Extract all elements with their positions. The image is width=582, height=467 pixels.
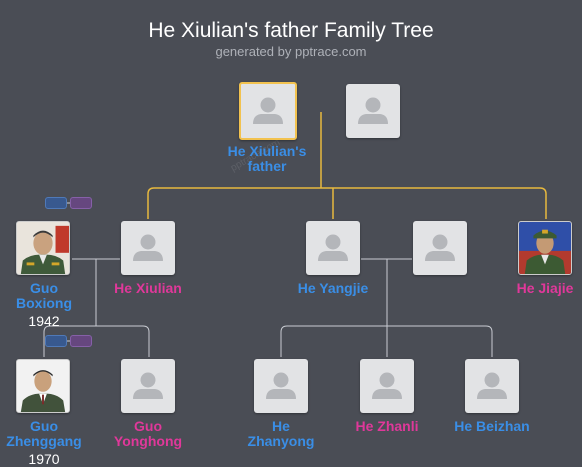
guo-children-bar [43,325,150,357]
person-card-guo-zhenggang[interactable] [16,359,70,413]
person-card-he-yangjie[interactable] [306,221,360,275]
person-card-guo-boxiong[interactable] [16,221,70,275]
person-name-he-xiulian[interactable]: He Xiulian [114,280,182,296]
person-name-he-zhanli[interactable]: He Zhanli [355,418,419,434]
person-year-guo-boxiong: 1942 [28,313,60,329]
person-silhouette-icon [477,372,507,399]
relation-bubble-blue[interactable] [45,197,67,209]
person-silhouette-icon [133,372,163,399]
person-name-he-yangjie[interactable]: He Yangjie [297,280,369,296]
person-year-guo-zhenggang: 1970 [28,451,60,467]
person-name-he-beizhan[interactable]: He Beizhan [454,418,530,434]
person-silhouette-icon [372,372,402,399]
relation-bubble-purple[interactable] [70,335,92,347]
person-card-he-xiulian[interactable] [121,221,175,275]
person-silhouette-icon [358,97,388,124]
person-silhouette-icon [266,372,296,399]
person-card-root[interactable] [239,82,297,140]
person-card-he-zhanli[interactable] [360,359,414,413]
relation-bubble-blue[interactable] [45,335,67,347]
person-name-guo-boxiong[interactable]: Guo Boxiong [16,280,72,311]
relation-bubble-purple[interactable] [70,197,92,209]
person-silhouette-icon [318,234,348,261]
person-name-he-jiajie[interactable]: He Jiajie [516,280,574,296]
person-card-he-jiajie[interactable] [518,221,572,275]
civilian-portrait-icon [17,360,69,412]
person-silhouette-icon [425,234,455,261]
person-card-root-spouse[interactable] [346,84,400,138]
page-subtitle: generated by pptrace.com [215,44,367,59]
person-card-he-yangjie-spouse[interactable] [413,221,467,275]
military-portrait-icon [519,222,571,274]
person-name-guo-zhenggang[interactable]: Guo Zhenggang [6,418,82,449]
person-name-guo-yonghong[interactable]: Guo Yonghong [113,418,183,449]
military-portrait-icon [17,222,69,274]
person-name-root[interactable]: He Xiulian's father [227,143,307,174]
person-card-guo-yonghong[interactable] [121,359,175,413]
root-children-bar [147,187,547,219]
person-name-he-zhanyong[interactable]: He Zhanyong [247,418,315,449]
person-card-he-zhanyong[interactable] [254,359,308,413]
page-title: He Xiulian's father Family Tree [148,19,434,42]
person-silhouette-icon [253,97,283,124]
person-card-he-beizhan[interactable] [465,359,519,413]
person-silhouette-icon [133,234,163,261]
